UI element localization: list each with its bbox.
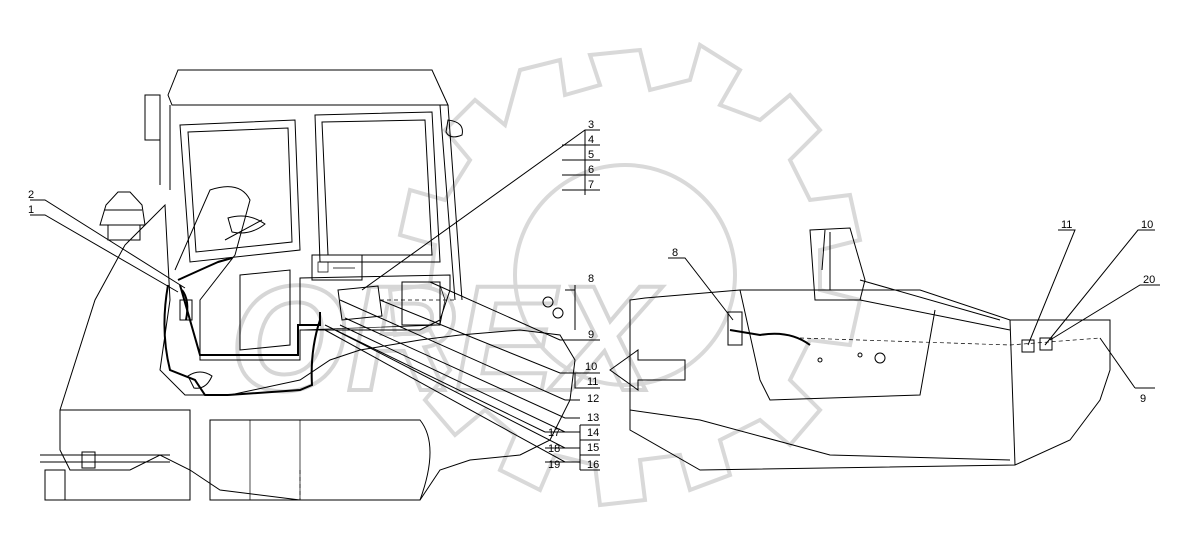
arrow-left-icon (609, 349, 686, 391)
callout-labels: 2 1 3 4 5 6 7 8 9 10 11 12 13 14 15 16 1… (28, 119, 1155, 471)
callout-11: 11 (587, 376, 598, 388)
tractor-left-view (40, 69, 576, 501)
callout-17: 17 (548, 427, 560, 439)
callout-20: 20 (1143, 274, 1155, 286)
callout-14: 14 (587, 427, 599, 439)
callout-16: 16 (587, 459, 599, 471)
callout-11-right: 11 (1061, 219, 1072, 231)
callout-4: 4 (588, 134, 594, 146)
callout-10-right: 10 (1141, 219, 1153, 231)
callout-15: 15 (587, 442, 599, 454)
callout-7: 7 (588, 179, 594, 191)
callout-2: 2 (28, 189, 34, 201)
callout-1: 1 (28, 204, 34, 216)
leader-lines (30, 129, 1160, 471)
callout-8-right: 8 (672, 247, 678, 259)
callout-13: 13 (587, 412, 599, 424)
callout-12: 12 (587, 393, 599, 405)
callout-19: 19 (548, 459, 560, 471)
callout-6: 6 (588, 164, 594, 176)
callout-18: 18 (548, 443, 560, 455)
callout-10: 10 (585, 361, 597, 373)
callout-9-right: 9 (1140, 393, 1146, 405)
callout-3: 3 (588, 119, 594, 131)
fuel-tank-right-view (629, 227, 1111, 471)
callout-9: 9 (588, 329, 594, 341)
watermark-text: OREX (230, 254, 663, 422)
callout-8: 8 (588, 273, 594, 285)
gear-watermark-icon (387, 41, 863, 508)
callout-5: 5 (588, 149, 594, 161)
